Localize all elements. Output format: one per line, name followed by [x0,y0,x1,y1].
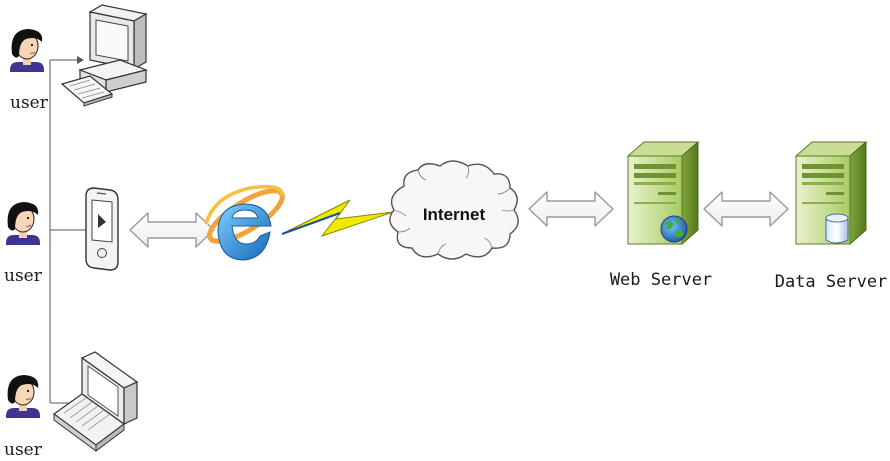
bidirectional-arrow-icon [703,191,789,227]
globe-icon [660,215,688,243]
database-icon [825,213,849,244]
user-3: user [4,374,43,460]
web-server-label: Web Server [610,270,712,290]
laptop-icon [52,351,139,452]
user-1: user [9,28,49,113]
bidirectional-arrow-icon [129,212,215,248]
user-avatar-icon [5,374,41,419]
internet-explorer-icon [204,184,285,261]
desktop-computer-icon [60,4,148,107]
user-label: user [4,440,43,460]
lightning-bolt-icon [281,199,394,238]
web-server: Web Server [610,141,712,290]
mobile-phone-icon [85,187,119,271]
arrowhead-icon [77,56,84,64]
data-server-label: Data Server [775,272,888,292]
bidirectional-arrow-icon [528,191,614,227]
user-avatar-icon [5,201,41,246]
user-avatar-icon [9,28,45,73]
user-label: user [10,93,49,113]
user-2: user [4,201,43,286]
internet-label: Internet [423,205,486,224]
user-label: user [4,266,43,286]
internet-cloud-icon: Internet [389,160,519,260]
data-server: Data Server [775,141,888,292]
